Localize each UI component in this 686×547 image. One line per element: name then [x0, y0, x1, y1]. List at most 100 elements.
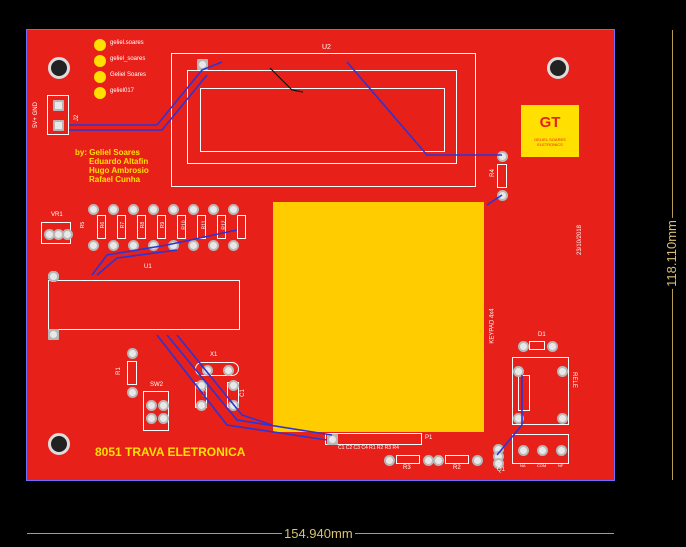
relay-pad — [557, 413, 568, 424]
c1-pad — [228, 380, 239, 391]
resistor-outline — [137, 215, 146, 239]
d1-label: D1 — [538, 332, 546, 338]
width-dimension: 154.940mm — [282, 526, 355, 541]
x1-label: X1 — [210, 352, 218, 358]
pad — [327, 434, 338, 445]
trace — [166, 334, 333, 436]
j1-pin-com — [537, 445, 548, 456]
d1-pad — [547, 341, 558, 352]
r3-pad — [384, 455, 395, 466]
height-dimension: 118.110mm — [663, 218, 679, 289]
r2-outline — [445, 455, 469, 464]
social-snapchat: geliel017 — [110, 88, 135, 94]
pad — [148, 240, 159, 251]
twitter-icon — [94, 39, 106, 51]
resistor-outline — [97, 215, 106, 239]
sw2-outline — [143, 391, 169, 431]
pad — [208, 240, 219, 251]
trace — [496, 375, 523, 456]
r4-outline — [497, 164, 507, 188]
trace — [69, 61, 223, 126]
u2-lcd-outline — [171, 53, 476, 187]
d1-outline — [529, 341, 545, 350]
pcb-board: geliel.soares geliel_soares Geliel Soare… — [26, 29, 615, 481]
r3-outline — [396, 455, 420, 464]
u2-lcd-frame — [187, 70, 457, 164]
r1-outline — [127, 361, 137, 385]
resistor-outline — [177, 215, 186, 239]
trace — [69, 74, 208, 131]
pad — [188, 240, 199, 251]
trace — [346, 61, 502, 156]
credits: by: Geliel Soares Eduardo Altafin Hugo A… — [75, 148, 149, 184]
q1-pad — [493, 458, 504, 469]
pad — [48, 271, 59, 282]
pad — [148, 204, 159, 215]
vr1-label: VR1 — [51, 212, 63, 218]
credit-line: Rafael Cunha — [89, 175, 141, 184]
j2-connector — [47, 95, 69, 135]
q1-label: Q1 — [497, 467, 506, 473]
trace — [91, 229, 238, 276]
r4-pad — [497, 190, 508, 201]
x1-pad — [223, 365, 234, 376]
trace — [486, 194, 503, 206]
j2-pin-1 — [53, 100, 64, 111]
trace — [269, 67, 304, 93]
sw2-label: SW2 — [150, 382, 164, 388]
j1-pin-na-label: NA — [520, 463, 526, 468]
r2-pad — [433, 455, 444, 466]
j1-pin-na — [518, 445, 529, 456]
r2-pad — [472, 455, 483, 466]
credit-line: Eduardo Altafin — [89, 157, 149, 166]
resistor-outline — [237, 215, 246, 239]
instagram-icon — [94, 55, 106, 67]
pad — [228, 240, 239, 251]
mounting-hole-bottom-left — [48, 433, 70, 455]
pad — [108, 240, 119, 251]
pad — [128, 204, 139, 215]
u1-outline — [48, 280, 240, 330]
x1-pad — [202, 365, 213, 376]
pad — [228, 204, 239, 215]
p1-label: P1 — [425, 435, 433, 441]
pad — [88, 204, 99, 215]
sw2-pad — [146, 400, 157, 411]
social-twitter: geliel.soares — [110, 40, 144, 46]
relay-pad — [557, 366, 568, 377]
mounting-hole-top-right — [547, 57, 569, 79]
j1-pin-nf — [556, 445, 567, 456]
facebook-icon — [94, 71, 106, 83]
resistor-outline — [197, 215, 206, 239]
resistor-outline — [117, 215, 126, 239]
credit-line: by: Geliel Soares — [75, 148, 140, 157]
r3-label: R3 — [403, 465, 411, 471]
board-title: 8051 TRAVA ELETRONICA — [95, 445, 246, 459]
relay-outline — [512, 357, 569, 425]
pad — [208, 204, 219, 215]
sw2-pad — [158, 400, 169, 411]
brand-logo: GT GELIEL SOARES ELETRONICS — [521, 105, 579, 157]
keypad-copper-area — [273, 202, 484, 432]
r2-label: R2 — [453, 465, 461, 471]
u2-label: U2 — [322, 44, 331, 51]
pad — [188, 204, 199, 215]
j2-pin-2 — [53, 120, 64, 131]
r1-pad — [127, 387, 138, 398]
pad — [108, 204, 119, 215]
trace — [176, 334, 273, 426]
social-instagram: geliel_soares — [110, 56, 146, 62]
sw2-pad — [158, 413, 169, 424]
resistor-outline — [217, 215, 226, 239]
relay-pad — [513, 413, 524, 424]
trace — [96, 249, 178, 276]
relay-pad — [513, 366, 524, 377]
d1-pad — [518, 341, 529, 352]
j1-pin-com-label: COM — [537, 463, 547, 468]
u1-label: U1 — [144, 264, 152, 270]
u2-lcd-window — [200, 88, 445, 152]
trace-layer — [69, 61, 523, 456]
resistor-outline — [157, 215, 166, 239]
credit-line: Hugo Ambrosio — [89, 166, 149, 175]
pad — [48, 329, 59, 340]
